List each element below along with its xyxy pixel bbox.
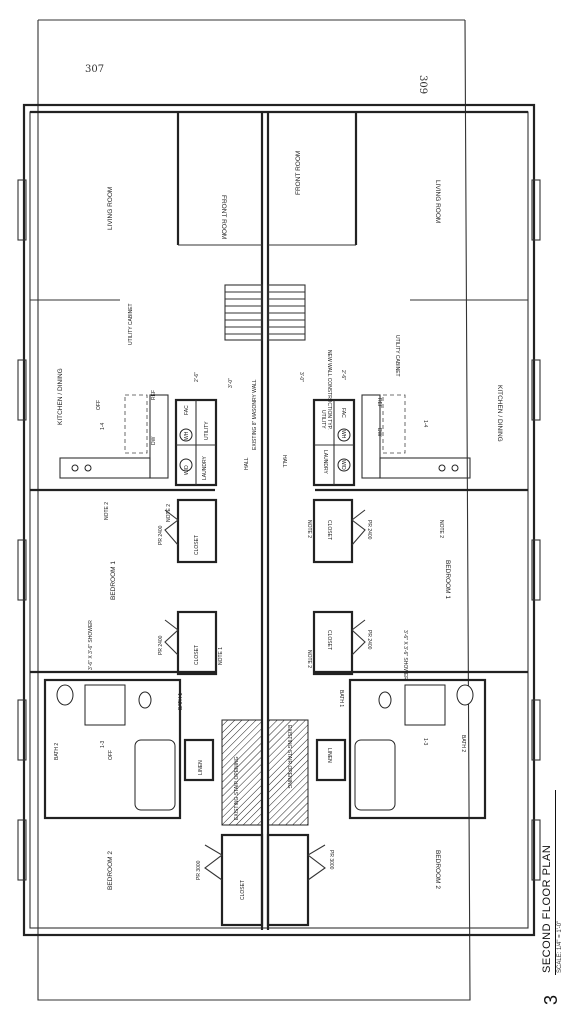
note-2-d: NOTE 2 bbox=[438, 520, 444, 538]
room-label-bedroom2-right: BEDROOM 2 bbox=[434, 850, 441, 889]
label-off-bath: OFF bbox=[108, 750, 114, 760]
room-label-bath2-left: BATH 2 bbox=[54, 743, 60, 760]
room-label-bedroom2-left: BEDROOM 2 bbox=[107, 851, 114, 890]
unit-number-left: 307 bbox=[85, 64, 104, 75]
note-shower-right: 3'-6" X 3'-6" SHOWER bbox=[402, 630, 408, 680]
bath-right bbox=[315, 678, 487, 820]
title-underline bbox=[555, 790, 556, 975]
tag-1-4-kitchen-right: 1-4 bbox=[422, 420, 428, 427]
label-pr2400-4: PR 2400 bbox=[366, 630, 372, 650]
drawing-title: SECOND FLOOR PLAN bbox=[541, 844, 553, 973]
room-label-laundry-right: LAUNDRY bbox=[322, 450, 328, 474]
label-utility-cabinet-right: UTILITY CABINET bbox=[394, 335, 400, 377]
note-2-b: NOTE 2 bbox=[166, 504, 172, 522]
room-label-closet-4: CLOSET bbox=[326, 630, 332, 650]
label-wh-left: WH bbox=[184, 431, 190, 440]
stair-opening bbox=[221, 719, 309, 826]
label-ref-left: REF bbox=[151, 390, 157, 400]
room-label-kitchen-left: KITCHEN / DINING bbox=[57, 368, 64, 425]
room-label-bath1-left: BATH 1 bbox=[178, 693, 184, 710]
dim-3-0-right: 3'-0" bbox=[298, 372, 304, 382]
label-ref-right: REF bbox=[376, 398, 382, 408]
label-pr3000-right: PR 3000 bbox=[328, 850, 334, 870]
label-wd-right: W/D bbox=[340, 460, 346, 470]
site-outline bbox=[37, 19, 471, 1001]
room-label-hall-right: HALL bbox=[281, 455, 287, 468]
closets-right bbox=[312, 498, 366, 676]
room-label-closet-3: CLOSET bbox=[326, 520, 332, 540]
room-label-hall-left: HALL bbox=[244, 457, 250, 470]
room-label-living-right: LIVING ROOM bbox=[434, 180, 441, 223]
unit-number-right: 309 bbox=[417, 75, 428, 94]
dim-3-0-left: 3'-0" bbox=[228, 378, 234, 388]
label-off-kitchen: OFF bbox=[96, 400, 102, 410]
utility-right bbox=[312, 398, 356, 487]
room-label-linen-left: LINEN bbox=[198, 760, 204, 775]
drawing-number: 3 bbox=[541, 994, 561, 1005]
note-existing-wall: EXISTING 8" MASONRY WALL bbox=[252, 379, 258, 450]
note-shower-left: 3'-6" X 3'-6" SHOWER bbox=[88, 620, 94, 670]
label-wh-right: WH bbox=[340, 430, 346, 439]
room-label-front-left: FRONT ROOM bbox=[220, 195, 227, 239]
tag-1-3-bath-right: 1-3 bbox=[422, 738, 428, 745]
label-utility-cabinet-left: UTILITY CABINET bbox=[128, 303, 134, 345]
label-fac-right: FAC bbox=[340, 408, 346, 418]
label-pr2400-1: PR 2400 bbox=[158, 525, 164, 545]
note-new-wall: NEW WALL CONSTRUCTION TYP. bbox=[326, 350, 332, 430]
room-label-utility-right: UTILITY bbox=[320, 410, 326, 429]
room-label-bedroom1-left: BEDROOM 1 bbox=[110, 561, 117, 600]
utility-left bbox=[174, 398, 218, 487]
dim-2-6-left: 2'-6" bbox=[194, 372, 200, 382]
room-label-front-right: FRONT ROOM bbox=[295, 151, 302, 195]
room-label-bath1-right: BATH 1 bbox=[338, 690, 344, 707]
label-pr2400-3: PR 2400 bbox=[366, 520, 372, 540]
note-2-c: NOTE 2 bbox=[306, 520, 312, 538]
label-fac-left: FAC bbox=[184, 405, 190, 415]
room-label-closet-1: CLOSET bbox=[194, 535, 200, 555]
tag-1-3-bath-left: 1-3 bbox=[100, 741, 106, 748]
room-label-living-left: LIVING ROOM bbox=[107, 187, 114, 230]
note-1-2: NOTE 1 bbox=[218, 647, 224, 665]
dim-2-6-right: 2'-6" bbox=[340, 370, 346, 380]
tag-1-4-kitchen-left: 1-4 bbox=[100, 423, 106, 430]
stair bbox=[224, 284, 306, 341]
note-2-a: NOTE 2 bbox=[104, 502, 110, 520]
windows bbox=[17, 179, 541, 881]
label-pr3000-left: PR 3000 bbox=[196, 860, 202, 880]
closets-left bbox=[164, 498, 218, 676]
label-wd-left: W/D bbox=[184, 465, 190, 475]
note-2-e: NOTE 2 bbox=[306, 650, 312, 668]
kitchen-left bbox=[59, 394, 169, 479]
room-label-bath2-right: BATH 2 bbox=[460, 735, 466, 752]
bath-left bbox=[43, 678, 215, 820]
room-label-kitchen-right: KITCHEN / DINING bbox=[496, 385, 503, 442]
room-label-closet-5: CLOSET bbox=[240, 880, 246, 900]
note-stair-right: EXISTING STAIR OPENING bbox=[286, 725, 292, 789]
bedroom2-closets bbox=[204, 833, 326, 927]
room-label-bedroom1-right: BEDROOM 1 bbox=[444, 560, 451, 599]
room-label-laundry-left: LAUNDRY bbox=[202, 456, 208, 480]
label-dw-right: DW bbox=[376, 428, 382, 437]
room-label-closet-2: CLOSET bbox=[194, 645, 200, 665]
drawing-scale: SCALE: 1/4" = 1'-0" bbox=[557, 920, 563, 973]
note-stair-left: EXISTING STAIR OPENING bbox=[234, 756, 240, 820]
title-block: 3 SECOND FLOOR PLAN SCALE: 1/4" = 1'-0" bbox=[535, 755, 575, 1005]
kitchen-right bbox=[361, 394, 471, 479]
label-pr2400-2: PR 2400 bbox=[158, 635, 164, 655]
label-dw-left: DW bbox=[151, 436, 157, 445]
room-label-linen-right: LINEN bbox=[326, 748, 332, 763]
room-label-utility-left: UTILITY bbox=[204, 421, 210, 440]
